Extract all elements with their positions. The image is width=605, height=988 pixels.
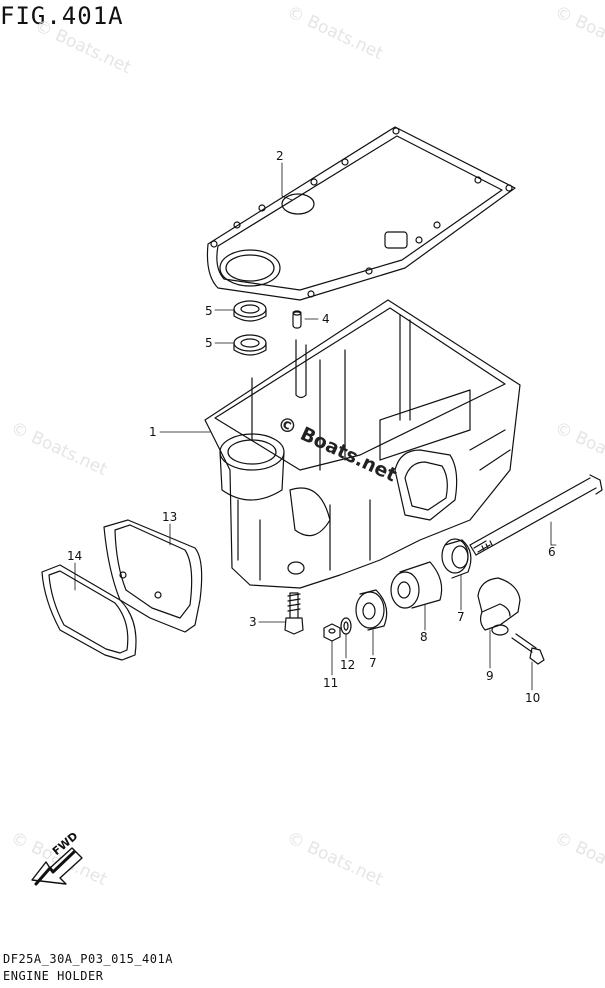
part-5-seal-lower <box>233 334 267 356</box>
part-3-bolt <box>284 592 304 635</box>
callout-2: 2 <box>276 149 284 163</box>
part-7-mount-left <box>355 589 388 631</box>
figure-title: FIG.401A <box>0 2 124 30</box>
part-5-seal-upper <box>233 300 267 322</box>
part-14-gasket <box>41 564 137 661</box>
callout-10: 10 <box>525 691 541 705</box>
part-10-bolt <box>511 633 545 665</box>
callout-7-right: 7 <box>457 610 465 624</box>
part-12-washer <box>340 617 352 635</box>
drawing-code: DF25A_30A_P03_015_401A <box>3 952 173 966</box>
callout-1: 1 <box>149 425 157 439</box>
fwd-arrow-icon <box>31 847 83 886</box>
callout-11: 11 <box>323 676 339 690</box>
part-2-gasket <box>206 126 516 301</box>
drawing-name: ENGINE HOLDER <box>3 969 104 983</box>
callout-8: 8 <box>420 630 428 644</box>
callout-4: 4 <box>322 312 330 326</box>
part-13-cover <box>103 519 203 633</box>
callout-14: 14 <box>67 549 83 563</box>
callout-13: 13 <box>162 510 178 524</box>
callout-3: 3 <box>249 615 257 629</box>
part-4-pin <box>292 310 302 329</box>
callout-9: 9 <box>486 669 494 683</box>
part-8-bushing <box>390 561 443 609</box>
callout-5-upper: 5 <box>205 304 213 318</box>
callout-12: 12 <box>340 658 356 672</box>
part-7-mount-right <box>441 538 472 579</box>
part-1-engine-holder <box>204 299 521 589</box>
part-11-nut <box>323 623 341 642</box>
leader-lines <box>74 162 557 691</box>
part-9-bracket <box>477 577 521 636</box>
callout-5-lower: 5 <box>205 336 213 350</box>
callout-6: 6 <box>548 545 556 559</box>
callout-7-left: 7 <box>369 656 377 670</box>
part-6-long-bolt <box>469 474 603 556</box>
